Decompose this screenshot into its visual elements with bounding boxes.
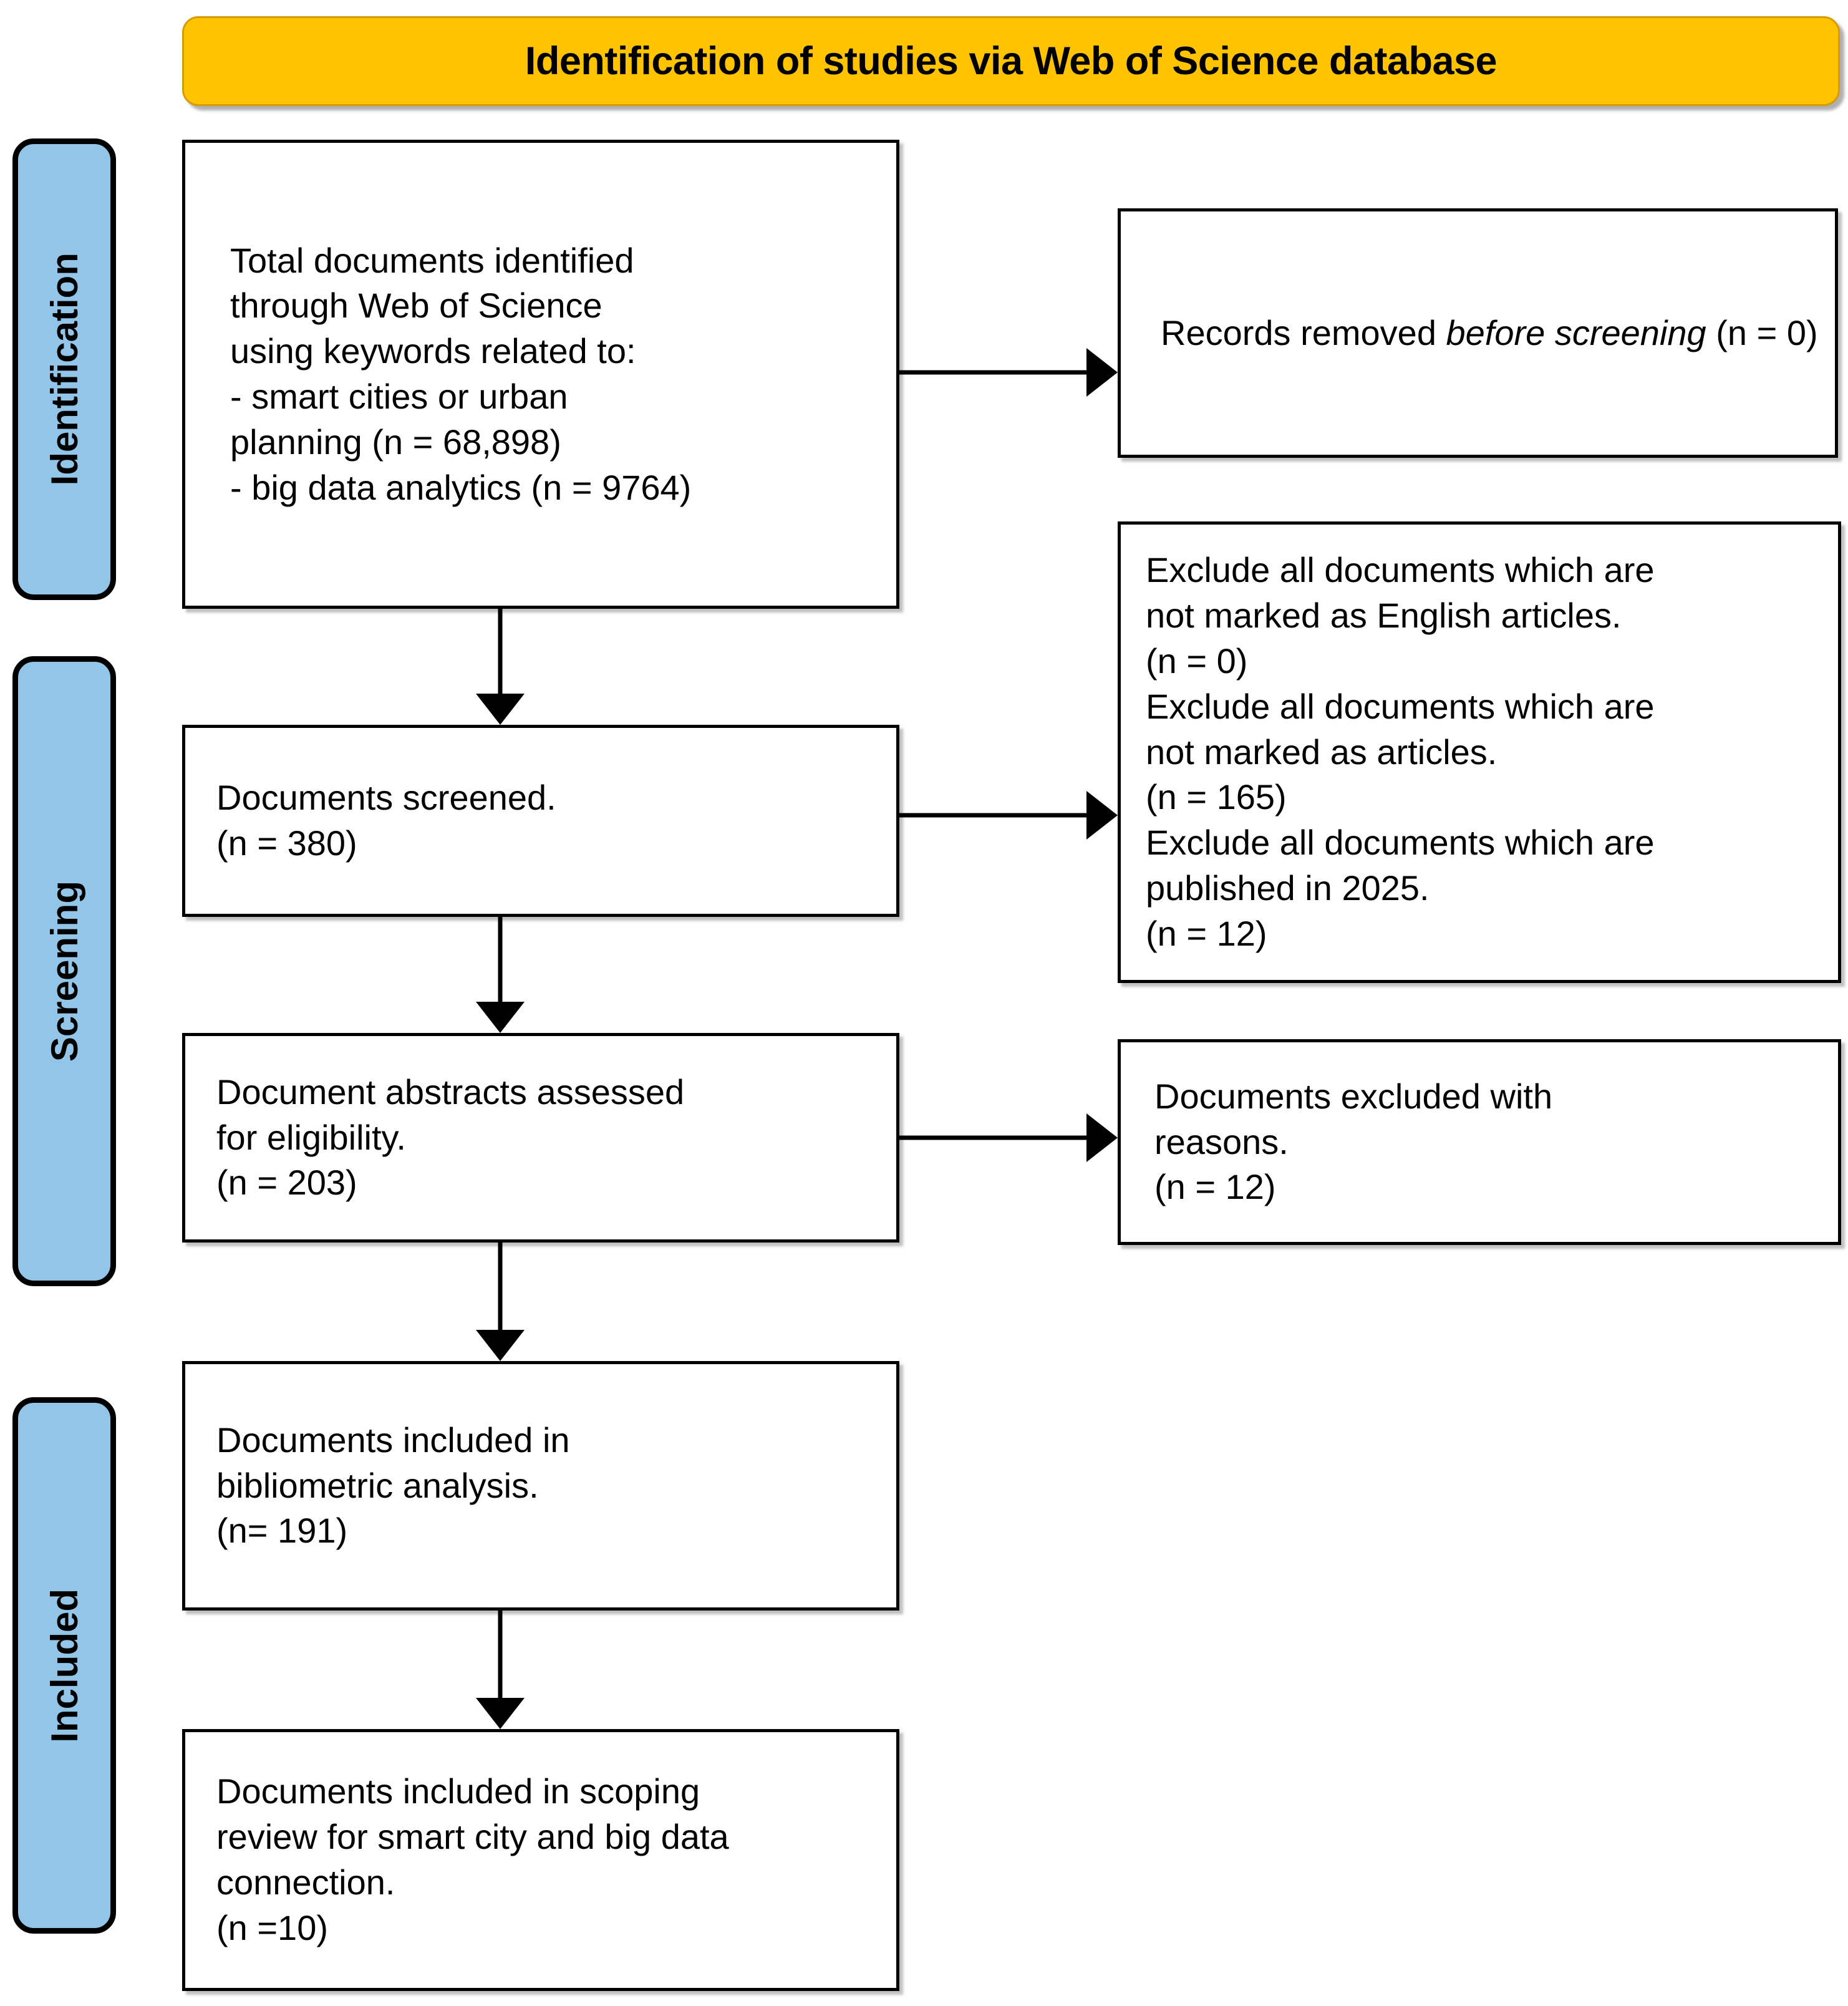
phase-label-screening-text: Screening: [43, 880, 85, 1062]
removed-before-suffix: (n = 0): [1706, 313, 1818, 352]
flow-box-identified-inner: Total documents identified through Web o…: [201, 238, 880, 511]
flow-box-abstracts-text: Document abstracts assessed for eligibil…: [216, 1072, 685, 1203]
flow-box-records-removed-before-screening: Records removed before screening (n = 0): [1118, 208, 1838, 458]
phase-label-identification-text: Identification: [43, 253, 85, 486]
arrow-bibliometric-to-scoping: [476, 1611, 525, 1729]
flow-box-included-scoping-review: Documents included in scoping review for…: [182, 1729, 899, 1991]
flow-box-exclusions-inner: Exclude all documents which are not mark…: [1137, 548, 1822, 956]
diagram-title-banner: Identification of studies via Web of Sci…: [182, 16, 1840, 106]
arrow-identified-to-removed-before: [899, 348, 1118, 397]
phase-label-screening: Screening: [12, 656, 116, 1286]
phase-label-included-text: Included: [43, 1588, 85, 1743]
phase-label-included: Included: [12, 1397, 116, 1934]
flow-box-removed-before-text: Records removed before screening (n = 0): [1161, 311, 1819, 356]
flow-box-exclusion-criteria: Exclude all documents which are not mark…: [1118, 521, 1841, 983]
flow-box-identified-text: Total documents identified through Web o…: [230, 240, 692, 507]
flow-box-abstracts-assessed: Document abstracts assessed for eligibil…: [182, 1033, 899, 1243]
flow-box-documents-screened: Documents screened. (n = 380): [182, 725, 899, 917]
flow-box-bibliometric-inner: Documents included in bibliometric analy…: [201, 1418, 880, 1554]
arrow-abstracts-to-bibliometric: [476, 1243, 525, 1361]
flow-box-abstracts-inner: Document abstracts assessed for eligibil…: [201, 1070, 880, 1206]
flow-box-documents-excluded-with-reasons: Documents excluded with reasons. (n = 12…: [1118, 1039, 1841, 1245]
arrow-screened-to-exclusions: [899, 791, 1118, 840]
flow-box-included-bibliometric-analysis: Documents included in bibliometric analy…: [182, 1361, 899, 1611]
flow-box-scoping-inner: Documents included in scoping review for…: [201, 1769, 880, 1950]
arrow-abstracts-to-excluded-reasons: [899, 1113, 1118, 1162]
flow-box-removed-before-inner: Records removed before screening (n = 0): [1137, 311, 1819, 356]
removed-before-prefix: Records removed: [1161, 313, 1446, 352]
flow-box-excluded-reasons-text: Documents excluded with reasons. (n = 12…: [1154, 1076, 1553, 1207]
removed-before-italic: before screening: [1446, 313, 1706, 352]
flow-box-screened-text: Documents screened. (n = 380): [216, 778, 556, 863]
flow-box-bibliometric-text: Documents included in bibliometric analy…: [216, 1420, 570, 1551]
flow-box-exclusions-text: Exclude all documents which are not mark…: [1146, 550, 1655, 953]
phase-label-identification: Identification: [12, 138, 116, 600]
flow-box-total-documents-identified: Total documents identified through Web o…: [182, 140, 899, 609]
flow-box-excluded-reasons-inner: Documents excluded with reasons. (n = 12…: [1137, 1074, 1822, 1210]
flow-box-scoping-text: Documents included in scoping review for…: [216, 1771, 729, 1947]
diagram-title-text: Identification of studies via Web of Sci…: [525, 39, 1497, 83]
arrow-identified-to-screened: [476, 609, 525, 725]
arrow-screened-to-abstracts: [476, 917, 525, 1033]
flow-box-screened-inner: Documents screened. (n = 380): [201, 775, 880, 866]
